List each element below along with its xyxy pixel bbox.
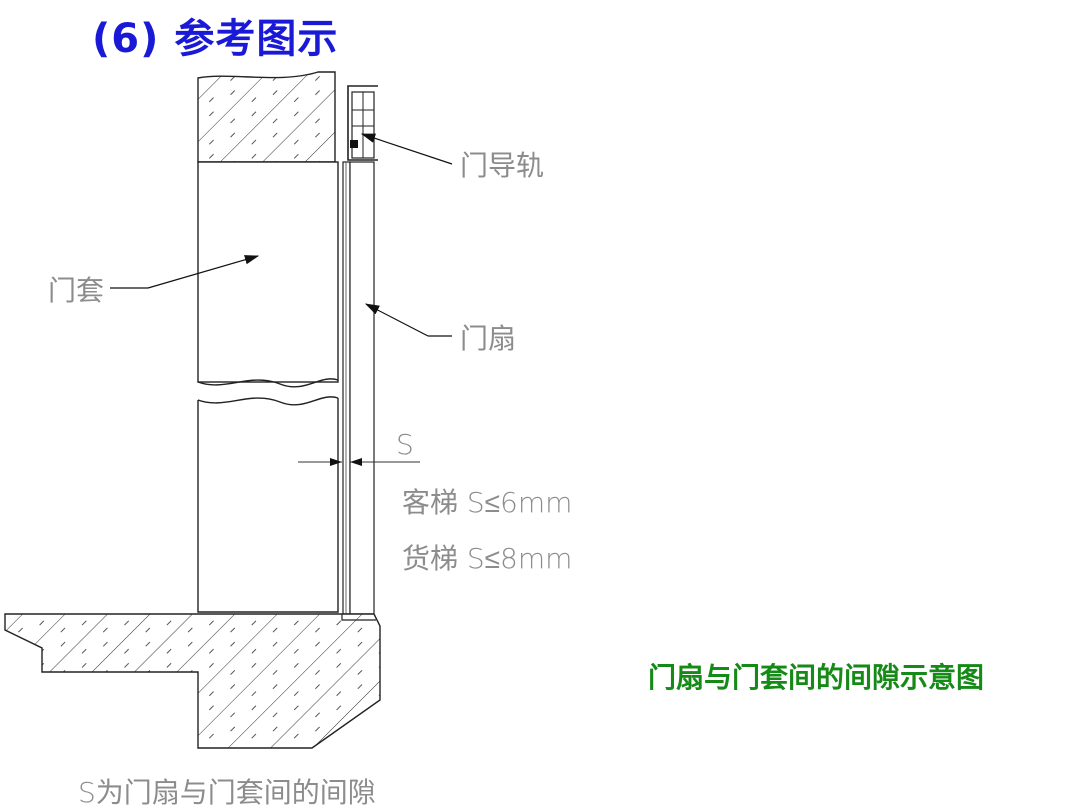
top-wall-section [197, 71, 336, 163]
gap-dimension [298, 458, 420, 466]
gap-definition-note: S为门扇与门套间的间隙 [78, 776, 376, 809]
door-leaf-panel [349, 161, 375, 615]
guide-rail-label: 门导轨 [460, 149, 544, 182]
door-frame-leader [147, 255, 260, 289]
door-frame-lower [197, 398, 339, 613]
break-line-lower [197, 396, 339, 406]
door-frame-label: 门套 [48, 274, 104, 307]
door-leaf-leader [364, 303, 429, 337]
door-guide-rail [347, 85, 378, 161]
passenger-elevator-spec: 客梯 S≤6mm [402, 486, 572, 519]
freight-elevator-spec: 货梯 S≤8mm [402, 542, 572, 575]
page-title: (6) 参考图示 [92, 16, 339, 62]
door-leaf-label: 门扇 [460, 322, 516, 355]
floor-slab-section [4, 613, 381, 749]
guide-rail-leader [360, 133, 453, 165]
door-frame-upper [197, 161, 339, 383]
gap-symbol: S [396, 428, 414, 461]
door-leaf [342, 161, 351, 615]
break-line-upper [197, 378, 339, 388]
diagram-caption: 门扇与门套间的间隙示意图 [648, 661, 985, 694]
